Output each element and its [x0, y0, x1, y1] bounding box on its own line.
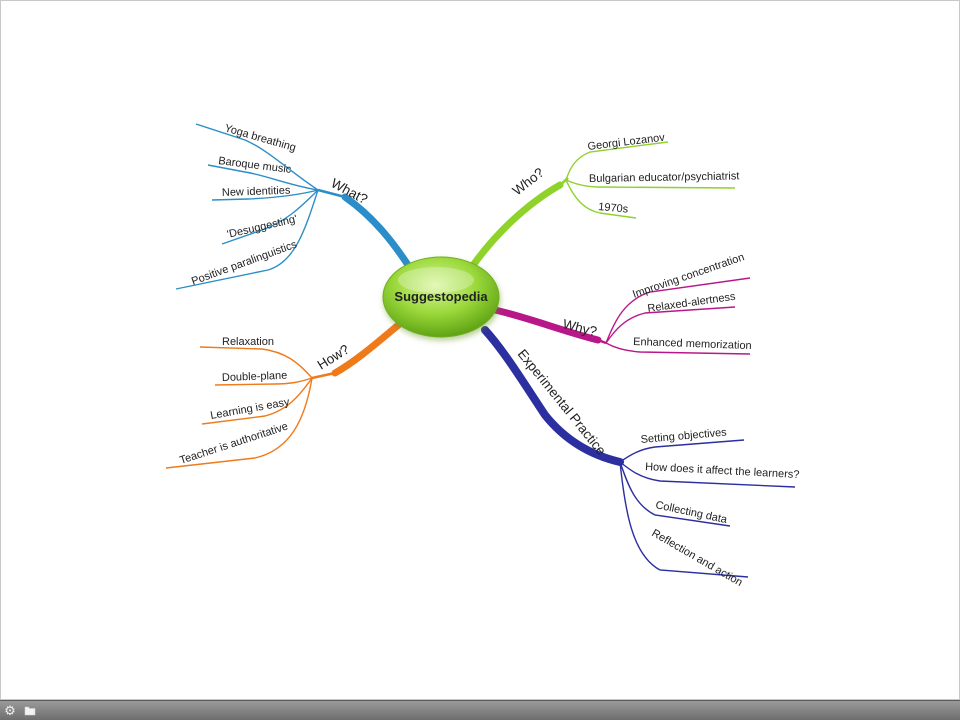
branch-who-connector	[470, 181, 564, 268]
branch-how-underline	[311, 371, 336, 380]
branch-why-leaves	[605, 277, 751, 355]
leaf-label: 'Desuggesting'	[226, 213, 298, 241]
leaf-label: Double-plane	[222, 370, 288, 384]
center-node-bubble	[382, 256, 500, 338]
folder-icon[interactable]	[23, 704, 37, 718]
leaf-connector	[565, 179, 637, 219]
branch-who[interactable]: Who? Georgi Lozanov Bulgarian educator/p…	[470, 132, 740, 268]
leaf-label: Bulgarian educator/psychiatrist	[589, 170, 740, 185]
branch-practice[interactable]: Experimental Practice Setting objectives…	[481, 326, 800, 589]
branch-why-underline	[597, 338, 607, 345]
leaf-label: Baroque music	[218, 155, 293, 176]
branch-practice-leaves	[619, 439, 796, 578]
leaf-connector	[619, 461, 731, 527]
branch-what-underline	[317, 188, 346, 199]
branch-what[interactable]: What? Yoga breathing Baroque music New i…	[175, 122, 414, 290]
leaf-label: Collecting data	[654, 499, 729, 526]
leaf-connector	[165, 377, 313, 469]
center-node-highlight	[398, 267, 474, 293]
leaf-connector	[565, 179, 736, 189]
leaf-connector	[195, 123, 319, 191]
branch-practice-label: Experimental Practice	[515, 346, 609, 457]
branch-what-leaves	[175, 123, 319, 290]
center-node-label: Suggestopedia	[394, 289, 488, 304]
leaf-connector	[605, 277, 751, 344]
leaf-label: Setting objectives	[640, 426, 727, 446]
gear-icon[interactable]: ⚙	[4, 702, 16, 718]
branch-how-leaves	[165, 346, 313, 469]
slide-frame	[0, 0, 960, 700]
branch-why[interactable]: Why? Improving concentration Relaxed-ale…	[491, 251, 752, 355]
leaf-label: Relaxed-alertness	[647, 291, 737, 315]
leaf-connector	[565, 141, 669, 181]
leaf-connector	[619, 461, 749, 578]
leaf-connector	[199, 346, 313, 379]
leaf-connector	[175, 189, 319, 290]
leaf-label: Relaxation	[222, 336, 274, 348]
leaf-connector	[605, 342, 751, 355]
leaf-label: Reflection and action	[650, 527, 745, 589]
leaf-connector	[221, 189, 319, 245]
leaf-connector	[214, 377, 313, 386]
branch-why-connector	[491, 306, 602, 344]
branch-what-connector	[341, 193, 414, 272]
bottom-toolbar: ⚙	[0, 700, 960, 720]
branch-how[interactable]: How? Relaxation Double-plane Learning is…	[165, 318, 406, 469]
branch-how-connector	[331, 318, 406, 377]
branch-practice-connector	[481, 326, 624, 466]
mind-map: What? Yoga breathing Baroque music New i…	[165, 122, 800, 589]
leaf-label: Positive paralinguistics	[190, 238, 299, 288]
leaf-label: Enhanced memorization	[633, 336, 752, 352]
leaf-label: 1970s	[598, 201, 629, 216]
leaf-connector	[619, 439, 745, 463]
leaf-label: How does it affect the learners?	[645, 461, 800, 481]
leaf-connector	[605, 306, 736, 344]
branch-who-leaves	[565, 141, 736, 219]
leaf-connector	[207, 164, 319, 191]
leaf-connector	[201, 377, 313, 425]
leaf-label: Georgi Lozanov	[587, 132, 666, 153]
leaf-connector	[211, 189, 319, 201]
leaf-connector	[619, 461, 796, 488]
leaf-label: Yoga breathing	[223, 122, 297, 154]
center-node[interactable]: Suggestopedia	[382, 256, 500, 338]
leaf-label: New identities	[222, 185, 291, 199]
